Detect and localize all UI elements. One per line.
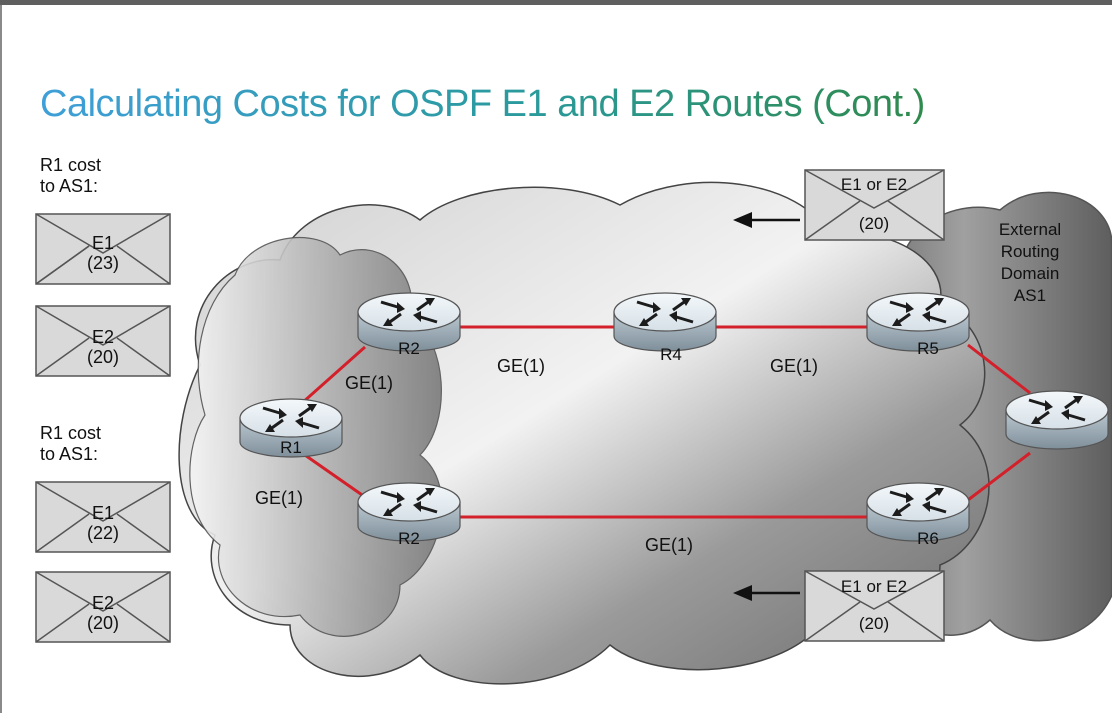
link-r1-r2-top: [301, 345, 366, 405]
router-arrows-icon: [889, 298, 947, 326]
envelope-e1-bottom: E1 (22): [35, 481, 171, 553]
router-r1: R1: [239, 398, 343, 458]
link-label-r2-r6: GE(1): [645, 535, 693, 555]
router-label: R2: [398, 339, 420, 358]
advert-type: E1 or E2: [841, 175, 907, 194]
envelope-type: E2: [91, 593, 115, 613]
router-arrows-icon: [636, 298, 694, 326]
envelope-e2-top: E2 (20): [35, 305, 171, 377]
advert-type: E1 or E2: [841, 577, 907, 596]
router-r5: R5: [866, 292, 970, 358]
envelope-icon: [35, 571, 171, 643]
envelope-e2-bottom: E2 (20): [35, 571, 171, 643]
envelope-type: E1: [91, 233, 115, 253]
external-line-1: External: [999, 220, 1061, 239]
router-arrows-icon: [1028, 396, 1086, 424]
router-arrows-icon: [262, 404, 320, 432]
external-line-3: Domain: [1001, 264, 1060, 283]
link-label-r1-r2-top: GE(1): [345, 373, 393, 393]
envelope-advert-top: E1 or E2 (20): [804, 169, 945, 241]
link-label-r2-r4: GE(1): [497, 356, 545, 376]
envelope-cost: (20): [86, 347, 119, 367]
router-label: R2: [398, 529, 420, 548]
advert-cost: (20): [859, 614, 889, 633]
envelope-cost: (23): [86, 253, 119, 273]
arrow-top: [733, 212, 800, 228]
envelope-type: E1: [91, 503, 115, 523]
advert-cost: (20): [859, 214, 889, 233]
envelope-type: E2: [91, 327, 115, 347]
network-diagram: E1 or E2 (20) E1 or E2 (20) External Rou…: [178, 169, 1112, 685]
router-label: R1: [280, 438, 302, 457]
router-arrows-icon: [380, 488, 438, 516]
link-r5-ext: [967, 343, 1031, 395]
link-r6-ext: [967, 451, 1031, 502]
router-label: R5: [917, 339, 939, 358]
links: [301, 325, 1031, 519]
link-label-r1-r2-bottom: GE(1): [255, 488, 303, 508]
r1-cost-label-bottom: R1 cost to AS1:: [40, 423, 102, 464]
router-arrows-icon: [889, 488, 947, 516]
envelope-cost: (20): [86, 613, 119, 633]
envelope-icon: [35, 481, 171, 553]
envelope-cost: (22): [86, 523, 119, 543]
r1-cost-label-top: R1 cost to AS1:: [40, 155, 102, 196]
router-external: [1005, 390, 1109, 450]
slide-left-border: [0, 5, 2, 713]
envelope-advert-bottom: E1 or E2 (20): [804, 570, 945, 642]
router-r6: R6: [866, 482, 970, 548]
external-domain-label: External Routing Domain AS1: [999, 220, 1061, 305]
router-label: R6: [917, 529, 939, 548]
arrow-bottom: [733, 585, 800, 601]
envelope-icon: [35, 305, 171, 377]
router-r2-top: R2: [357, 292, 461, 358]
external-line-2: Routing: [1001, 242, 1060, 261]
router-r4: R4: [613, 292, 717, 364]
link-label-r4-r5: GE(1): [770, 356, 818, 376]
envelope-e1-top: E1 (23): [35, 213, 171, 285]
router-arrows-icon: [380, 298, 438, 326]
link-r1-r2-bottom: [301, 451, 366, 499]
slide-title: Calculating Costs for OSPF E1 and E2 Rou…: [40, 83, 925, 125]
external-line-4: AS1: [1014, 286, 1046, 305]
envelope-icon: [35, 213, 171, 285]
router-label: R4: [660, 345, 682, 364]
router-r2-bottom: R2: [357, 482, 461, 548]
